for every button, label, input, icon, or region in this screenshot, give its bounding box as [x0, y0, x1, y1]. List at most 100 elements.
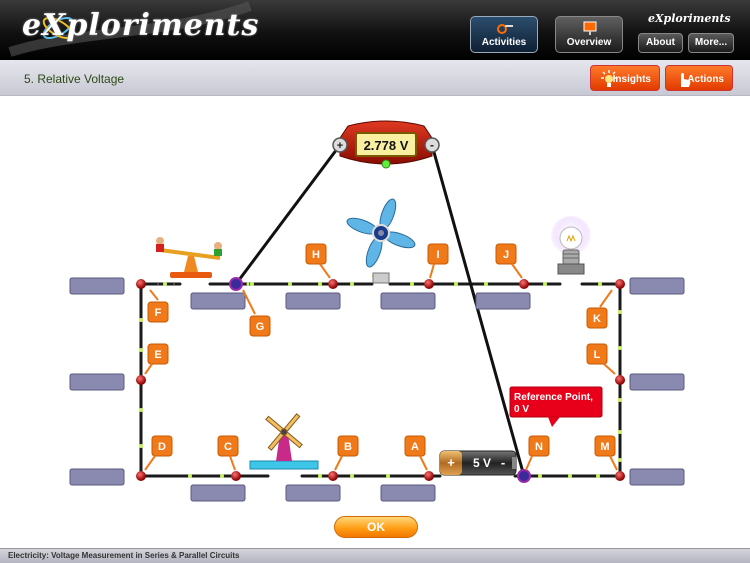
slot-left-mid[interactable] [69, 373, 125, 391]
label-g: G [242, 289, 271, 337]
label-a: A [404, 435, 428, 471]
circuit-nodes [136, 277, 625, 483]
node-top-left[interactable] [136, 279, 146, 289]
windmill-component[interactable] [249, 413, 319, 470]
fan-component[interactable] [345, 197, 417, 284]
voltmeter[interactable]: 2.778 V + - [332, 120, 440, 169]
overview-label: Overview [566, 37, 612, 48]
insights-button[interactable]: Insights [590, 65, 660, 91]
label-b: B [334, 435, 359, 471]
slot-left-bottom[interactable] [69, 468, 125, 486]
svg-text:J: J [503, 249, 509, 261]
label-d: D [144, 435, 173, 471]
reference-line1: Reference Point, [514, 392, 593, 403]
lightbulb-icon [601, 70, 617, 87]
slot-bottom-3[interactable] [380, 484, 436, 502]
battery-minus: - [501, 455, 505, 470]
svg-text:C: C [224, 441, 232, 453]
more-button[interactable]: More... [688, 33, 734, 53]
node-bottom-left[interactable] [136, 471, 146, 481]
node-j[interactable] [519, 279, 529, 289]
node-bottom-right[interactable] [615, 471, 625, 481]
about-button[interactable]: About [638, 33, 683, 53]
label-m: M [594, 435, 618, 471]
slot-bottom-2[interactable] [285, 484, 341, 502]
point-labels: F G H I J [144, 243, 618, 471]
slot-top-2[interactable] [285, 292, 341, 310]
probe-lead-negative [430, 144, 526, 477]
svg-text:M: M [600, 441, 609, 453]
node-b[interactable] [328, 471, 338, 481]
svg-text:N: N [535, 441, 543, 453]
ok-button[interactable]: OK [334, 516, 418, 538]
probe-lead-positive [234, 144, 342, 285]
svg-text:G: G [256, 321, 265, 333]
slot-left-top[interactable] [69, 277, 125, 295]
node-a[interactable] [424, 471, 434, 481]
reference-line2: 0 V [514, 404, 529, 415]
label-h: H [305, 243, 331, 279]
label-e: E [144, 343, 169, 375]
app-logo: eXploriments [22, 8, 260, 43]
svg-text:F: F [155, 307, 162, 319]
voltmeter-indicator-light [381, 159, 391, 169]
slot-top-1[interactable] [190, 292, 246, 310]
node-h[interactable] [328, 279, 338, 289]
activities-label: Activities [481, 37, 527, 48]
overview-button[interactable]: Overview [555, 16, 623, 53]
drop-slots [69, 277, 685, 502]
node-l[interactable] [615, 375, 625, 385]
svg-text:D: D [158, 441, 166, 453]
svg-text:+: + [337, 140, 343, 152]
activities-button[interactable]: Activities [470, 16, 538, 53]
small-logo: eXploriments [648, 12, 731, 25]
label-f: F [147, 289, 169, 323]
actions-label: Actions [687, 74, 724, 85]
reference-point-tooltip: Reference Point, 0 V [509, 386, 603, 427]
slot-right-top[interactable] [629, 277, 685, 295]
current-dots [139, 274, 622, 478]
circuit-canvas: + 5 V - F [69, 120, 685, 502]
svg-text:L: L [594, 349, 601, 361]
actions-button[interactable]: Actions [665, 65, 733, 91]
sub-header: 5. Relative Voltage Insights Actions [0, 60, 750, 96]
positive-terminal[interactable] [332, 137, 348, 153]
probe-point-g[interactable] [229, 277, 243, 291]
label-n: N [525, 435, 550, 471]
activity-title: 5. Relative Voltage [24, 72, 125, 86]
label-j: J [495, 243, 523, 279]
slot-right-mid[interactable] [629, 373, 685, 391]
overview-icon [583, 21, 597, 35]
node-top-right[interactable] [615, 279, 625, 289]
svg-text:K: K [593, 313, 601, 325]
slot-top-4[interactable] [475, 292, 531, 310]
battery-voltage: 5 V [473, 456, 491, 470]
slot-bottom-1[interactable] [190, 484, 246, 502]
activities-icon [497, 24, 513, 34]
battery-plus: + [447, 455, 455, 470]
top-bar: eXploriments Activities Overview eXplori… [0, 0, 750, 60]
battery-component[interactable]: + 5 V - [439, 450, 517, 476]
voltmeter-reading: 2.778 V [364, 138, 409, 153]
label-l: L [586, 343, 616, 375]
svg-text:E: E [154, 349, 161, 361]
seesaw-component[interactable] [156, 237, 222, 278]
footer-bar: Electricity: Voltage Measurement in Seri… [0, 548, 750, 563]
probe-point-n[interactable] [517, 469, 531, 483]
label-i: I [427, 243, 449, 279]
node-c[interactable] [231, 471, 241, 481]
node-i[interactable] [424, 279, 434, 289]
insights-label: Insights [612, 74, 651, 85]
lightbulb-component[interactable] [551, 216, 591, 275]
svg-text:-: - [430, 138, 434, 152]
label-k: K [586, 289, 613, 329]
slot-right-bottom[interactable] [629, 468, 685, 486]
negative-terminal[interactable] [424, 137, 440, 153]
slot-top-3[interactable] [380, 292, 436, 310]
svg-text:A: A [411, 441, 419, 453]
svg-text:H: H [312, 249, 320, 261]
svg-text:I: I [436, 249, 439, 261]
label-c: C [217, 435, 239, 471]
node-e[interactable] [136, 375, 146, 385]
